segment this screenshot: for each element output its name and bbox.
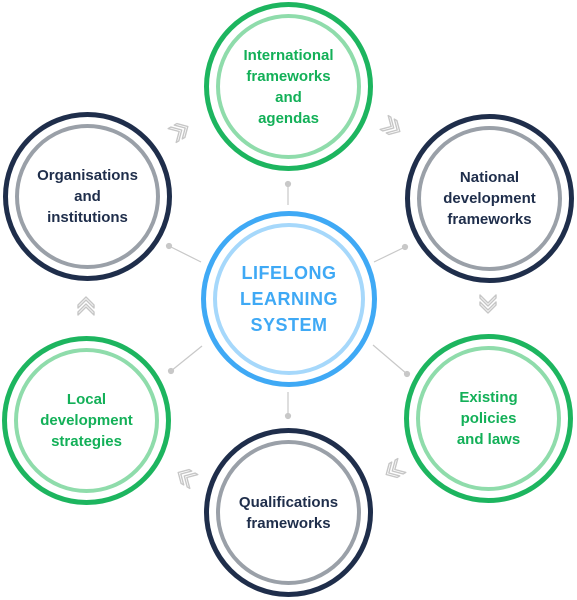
chevron-arrow-icon-6 <box>77 296 95 316</box>
node-national-development: National development frameworks <box>405 114 574 283</box>
node-label-local: Local development strategies <box>40 391 133 450</box>
chevron-arrow-icon-1 <box>167 118 193 144</box>
node-label-organisations: Organisations and institutions <box>37 167 138 226</box>
node-inner-ring: Local development strategies <box>14 348 159 493</box>
node-inner-ring: LIFELONG LEARNING SYSTEM <box>213 223 365 375</box>
connector-dot-local <box>167 367 175 375</box>
node-inner-ring: International frameworks and agendas <box>216 14 361 159</box>
node-qualifications-frameworks: Qualifications frameworks <box>204 428 373 597</box>
node-center-lifelong-learning: LIFELONG LEARNING SYSTEM <box>201 211 377 387</box>
connector-dot-national <box>401 243 409 251</box>
node-international-frameworks: International frameworks and agendas <box>204 2 373 171</box>
chevron-arrow-icon-3 <box>479 294 497 314</box>
node-label-national: National development frameworks <box>443 169 536 228</box>
node-label-qualifications: Qualifications frameworks <box>238 493 339 532</box>
node-organisations-institutions: Organisations and institutions <box>3 112 172 281</box>
connector-dot-qualifications <box>284 412 292 420</box>
node-local-development: Local development strategies <box>2 336 171 505</box>
connector-organisations <box>168 245 202 263</box>
connector-dot-international <box>284 180 292 188</box>
connector-dot-existing <box>403 370 411 378</box>
connector-national <box>373 246 406 263</box>
node-existing-policies: Existing policies and laws <box>404 334 573 503</box>
chevron-arrow-icon-2 <box>379 114 405 140</box>
chevron-arrow-icon-4 <box>381 457 407 483</box>
node-inner-ring: Qualifications frameworks <box>216 440 361 585</box>
node-inner-ring: Existing policies and laws <box>416 346 561 491</box>
connector-dot-organisations <box>165 242 173 250</box>
center-label: LIFELONG LEARNING SYSTEM <box>240 263 338 335</box>
node-label-international: International frameworks and agendas <box>243 46 334 127</box>
connector-existing <box>372 344 408 375</box>
node-inner-ring: Organisations and institutions <box>15 124 160 269</box>
node-label-existing: Existing policies and laws <box>456 389 521 448</box>
node-inner-ring: National development frameworks <box>417 126 562 271</box>
connector-local <box>170 345 203 372</box>
chevron-arrow-icon-5 <box>173 464 199 490</box>
